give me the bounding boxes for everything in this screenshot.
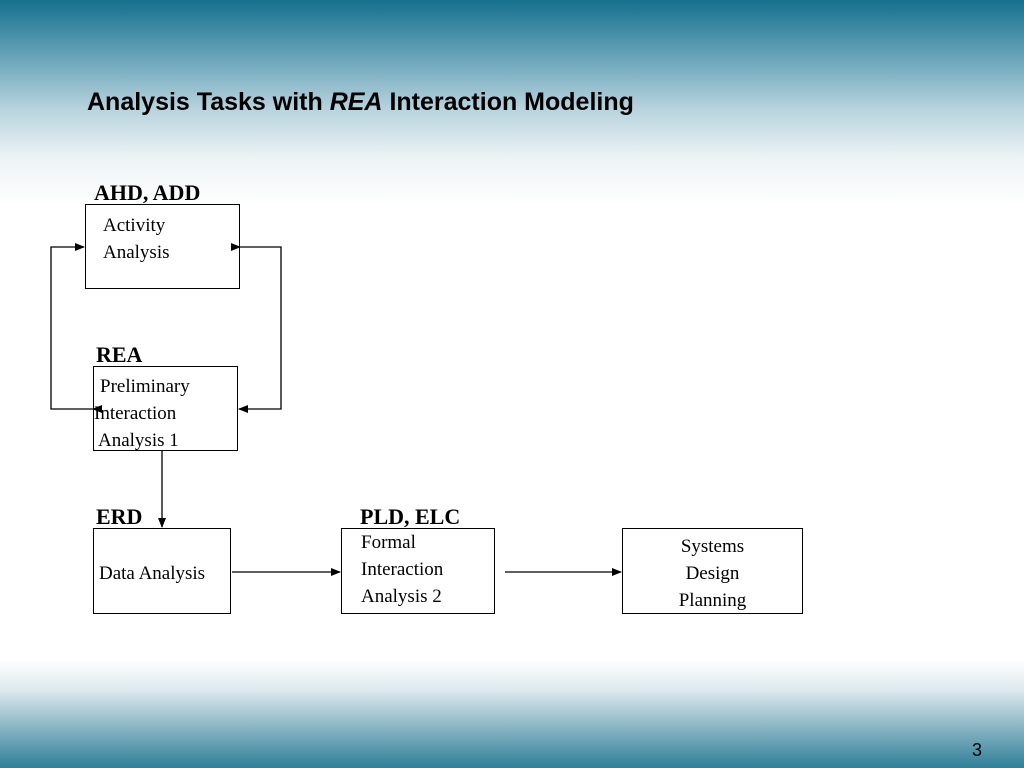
label-ahd-add: AHD, ADD bbox=[94, 180, 201, 205]
formal-interaction-analysis-box: Formal Interaction Analysis 2 bbox=[341, 528, 495, 614]
title-text-rea: REA bbox=[329, 88, 383, 116]
activity-analysis-box: Activity Analysis bbox=[85, 204, 240, 289]
activity-line-1: Activity bbox=[103, 215, 166, 236]
label-pld-elc: PLD, ELC bbox=[360, 504, 461, 529]
data-line-1: Data Analysis bbox=[99, 563, 206, 584]
title-text-start: Analysis Tasks with bbox=[87, 88, 330, 116]
label-erd: ERD bbox=[96, 504, 143, 529]
formal-line-2: Interaction bbox=[361, 559, 444, 580]
data-analysis-box: Data Analysis bbox=[93, 528, 231, 614]
preliminary-line-3: Analysis 1 bbox=[98, 430, 179, 451]
preliminary-line-1: Preliminary bbox=[100, 376, 190, 397]
label-rea: REA bbox=[96, 342, 143, 367]
systems-line-2: Design bbox=[685, 563, 740, 584]
activity-line-2: Analysis bbox=[103, 242, 170, 263]
preliminary-interaction-analysis-box: Preliminary Interaction Analysis 1 bbox=[93, 366, 238, 451]
systems-line-1: Systems bbox=[680, 536, 745, 557]
systems-design-planning-box: Systems Design Planning bbox=[622, 528, 803, 614]
page-number: 3 bbox=[972, 740, 983, 760]
arrow-activity-to-preliminary bbox=[231, 243, 282, 413]
slide-title: Analysis Tasks with REA Interaction Mode… bbox=[87, 88, 634, 117]
title-text-end: Interaction Modeling bbox=[382, 88, 634, 116]
systems-line-3: Planning bbox=[678, 590, 747, 611]
formal-line-3: Analysis 2 bbox=[361, 586, 442, 607]
preliminary-line-2: Interaction bbox=[94, 403, 177, 424]
formal-line-1: Formal bbox=[361, 532, 416, 553]
